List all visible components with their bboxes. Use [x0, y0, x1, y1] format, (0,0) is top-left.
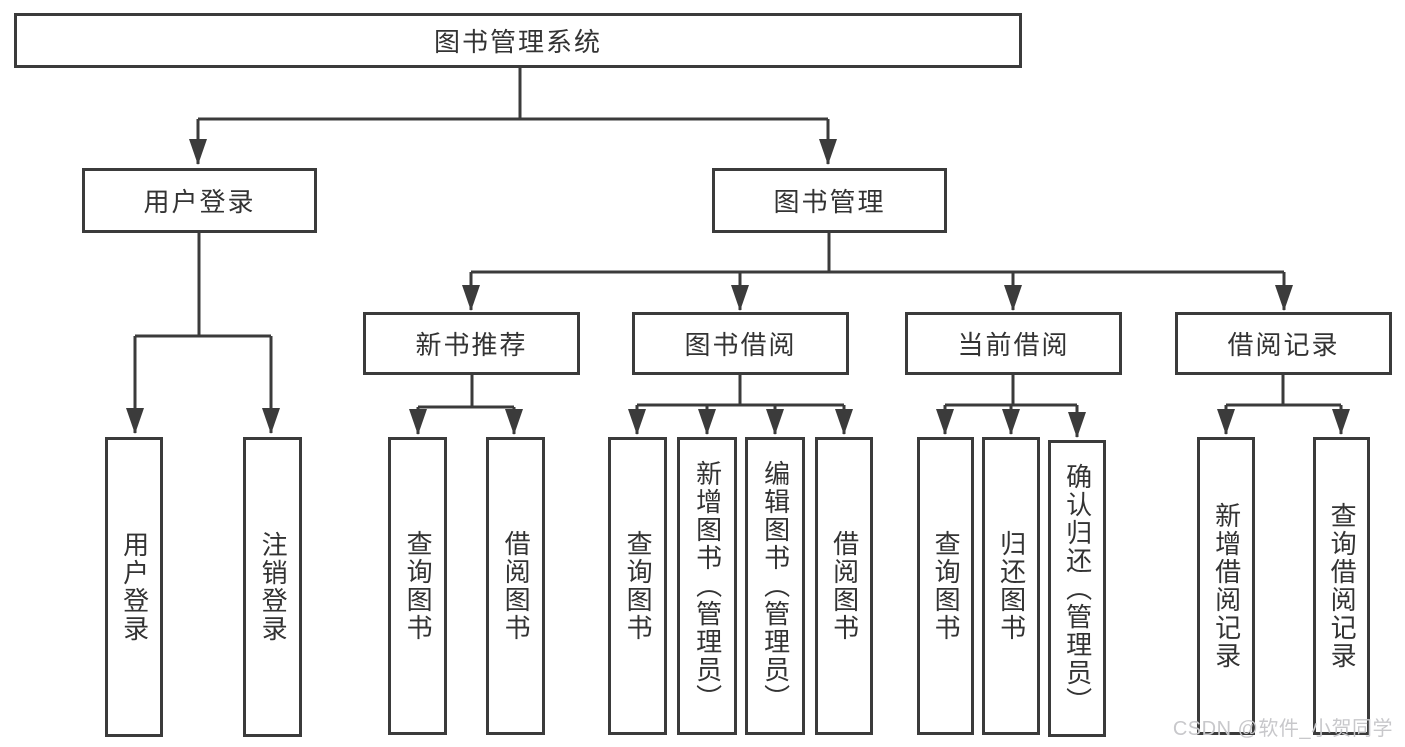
leaf-query-borrow-record-label: 查询借阅记录 — [1327, 502, 1358, 670]
leaf-query-books-borrowing: 查询图书 — [608, 437, 667, 735]
node-new-book-recommend: 新书推荐 — [363, 312, 580, 375]
leaf-logout: 注销登录 — [243, 437, 302, 737]
leaf-query-books-current: 查询图书 — [917, 437, 974, 735]
leaf-edit-book-admin: 编辑图书（管理员） — [745, 437, 805, 735]
node-current-borrowing: 当前借阅 — [905, 312, 1122, 375]
node-borrowing-records: 借阅记录 — [1175, 312, 1392, 375]
leaf-confirm-return-admin-label: 确认归还（管理员） — [1062, 462, 1093, 715]
leaf-edit-book-admin-label: 编辑图书（管理员） — [760, 460, 791, 712]
node-book-borrowing: 图书借阅 — [632, 312, 849, 375]
leaf-add-borrow-record-label: 新增借阅记录 — [1211, 502, 1242, 670]
node-user-login: 用户登录 — [82, 168, 317, 233]
leaf-borrow-books-recommend: 借阅图书 — [486, 437, 545, 735]
leaf-add-book-admin-label: 新增图书（管理员） — [692, 460, 723, 712]
leaf-query-books-current-label: 查询图书 — [931, 530, 962, 642]
leaf-user-login-label: 用户登录 — [119, 531, 150, 643]
leaf-add-book-admin: 新增图书（管理员） — [677, 437, 737, 735]
node-book-management: 图书管理 — [712, 168, 947, 233]
leaf-confirm-return-admin: 确认归还（管理员） — [1048, 440, 1106, 737]
node-root: 图书管理系统 — [14, 13, 1022, 68]
leaf-borrow-books-label: 借阅图书 — [829, 530, 860, 642]
watermark-text: CSDN @软件_小贺同学 — [1172, 718, 1393, 740]
leaf-borrow-books: 借阅图书 — [815, 437, 873, 735]
leaf-query-books-borrowing-label: 查询图书 — [623, 530, 654, 642]
leaf-user-login: 用户登录 — [105, 437, 163, 737]
leaf-query-books-recommend: 查询图书 — [388, 437, 447, 735]
leaf-borrow-books-recommend-label: 借阅图书 — [501, 530, 532, 642]
leaf-logout-label: 注销登录 — [258, 531, 289, 643]
leaf-add-borrow-record: 新增借阅记录 — [1197, 437, 1255, 735]
leaf-return-books-label: 归还图书 — [996, 530, 1027, 642]
leaf-query-books-recommend-label: 查询图书 — [403, 530, 434, 642]
leaf-return-books: 归还图书 — [982, 437, 1040, 735]
leaf-query-borrow-record: 查询借阅记录 — [1313, 437, 1370, 735]
